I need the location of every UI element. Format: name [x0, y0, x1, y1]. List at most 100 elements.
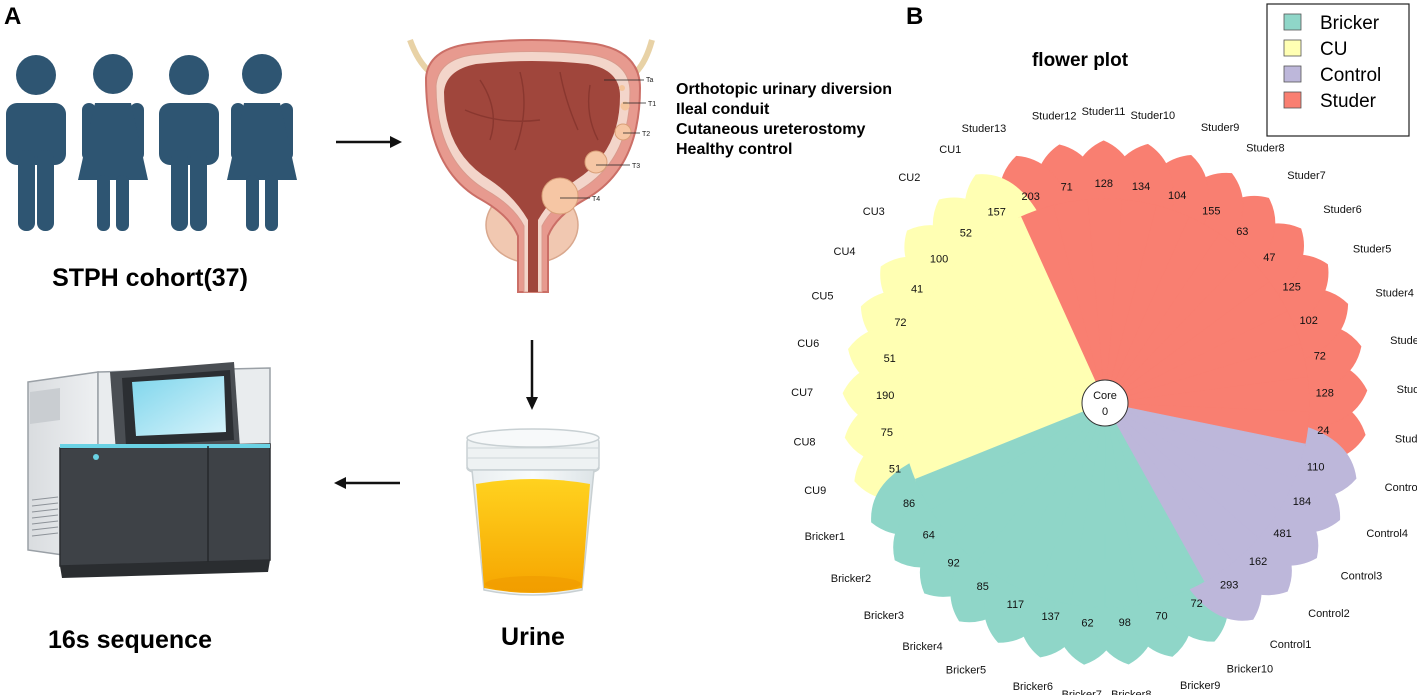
core-circle — [1081, 379, 1129, 427]
sample-label: Studer7 — [1287, 170, 1326, 182]
sample-label: Control3 — [1341, 570, 1383, 582]
sample-label: Studer4 — [1375, 288, 1414, 300]
sample-value: 86 — [903, 498, 915, 510]
sample-label: Studer6 — [1323, 204, 1362, 216]
legend-swatch — [1283, 91, 1302, 109]
sample-value: 70 — [1155, 611, 1167, 623]
woman-icon — [78, 54, 148, 231]
legend-swatch — [1283, 65, 1302, 83]
sample-label: Bricker6 — [1013, 681, 1053, 693]
sample-value: 71 — [1061, 181, 1073, 193]
petal-base — [1104, 402, 1306, 480]
sample-label: Bricker3 — [864, 610, 904, 622]
sample-label: Bricker9 — [1180, 680, 1220, 692]
sample-label: Studer8 — [1246, 142, 1285, 154]
stage-label: Ta — [646, 77, 654, 84]
sample-value: 481 — [1273, 528, 1291, 540]
stage-label: T4 — [592, 196, 600, 203]
group-label: Cutaneous ureterostomy — [676, 121, 865, 138]
sample-label: CU7 — [791, 387, 813, 399]
sample-value: 92 — [947, 558, 959, 570]
sample-value: 64 — [923, 530, 935, 542]
sample-value: 85 — [977, 581, 989, 593]
sequence-label: 16s sequence — [48, 626, 212, 654]
sample-value: 134 — [1132, 181, 1150, 193]
legend-swatch — [1283, 13, 1302, 31]
legend-entry: CU — [1320, 39, 1347, 60]
group-label: Orthotopic urinary diversion — [676, 81, 892, 98]
core-value: 0 — [1102, 406, 1108, 418]
sample-value: 117 — [1007, 599, 1025, 611]
sample-value: 128 — [1316, 388, 1334, 400]
sample-label: Bricker5 — [946, 665, 986, 677]
sequencer-machine-icon — [27, 362, 271, 578]
cohort-label: STPH cohort(37) — [52, 264, 248, 292]
urine-label: Urine — [501, 623, 565, 651]
panel-b-letter: B — [906, 3, 923, 30]
sample-value: 293 — [1220, 580, 1238, 592]
sample-label: Studer12 — [1032, 110, 1077, 122]
sample-value: 47 — [1263, 252, 1275, 264]
sample-label: CU4 — [834, 246, 856, 258]
sample-value: 72 — [1191, 598, 1203, 610]
sample-label: Control4 — [1366, 528, 1408, 540]
sample-value: 63 — [1236, 226, 1248, 238]
sample-value: 128 — [1095, 178, 1113, 190]
legend-entry: Studer — [1320, 91, 1377, 112]
legend-entry: Control — [1320, 65, 1381, 86]
sample-label: Studer2 — [1397, 384, 1417, 396]
arrow-right-icon — [336, 136, 402, 148]
sample-value: 203 — [1021, 191, 1039, 203]
sample-label: Studer13 — [962, 123, 1007, 135]
bladder-illustration: Ta T1 T2 T3 T4 — [407, 38, 656, 293]
sample-label: Bricker2 — [831, 573, 871, 585]
people-icon — [6, 54, 297, 231]
sample-label: Bricker4 — [902, 641, 942, 653]
sample-label: Control1 — [1270, 639, 1312, 651]
sample-label: Control2 — [1308, 608, 1350, 620]
legend-swatch — [1283, 39, 1302, 57]
sample-value: 41 — [911, 284, 923, 296]
sample-value: 51 — [889, 464, 901, 476]
stage-label: T1 — [648, 101, 656, 108]
sample-label: Bricker8 — [1111, 689, 1151, 695]
sample-value: 100 — [930, 254, 948, 266]
core-label: Core — [1093, 390, 1117, 402]
sample-label: Studer1 — [1395, 434, 1417, 446]
panel-a-letter: A — [4, 3, 21, 30]
sample-value: 104 — [1168, 190, 1186, 202]
sample-label: CU5 — [811, 291, 833, 303]
sample-value: 72 — [894, 317, 906, 329]
sample-label: CU3 — [863, 206, 885, 218]
flower-plot: Studer124Studer2128Studer372Studer4102St… — [791, 106, 1417, 695]
group-label: Healthy control — [676, 141, 792, 158]
sample-label: Studer3 — [1390, 335, 1417, 347]
sample-value: 75 — [881, 427, 893, 439]
sample-value: 72 — [1314, 351, 1326, 363]
sample-value: 155 — [1202, 205, 1220, 217]
group-label: Ileal conduit — [676, 101, 770, 118]
sample-value: 110 — [1307, 461, 1325, 473]
sample-value: 184 — [1293, 496, 1311, 508]
sample-label: Bricker10 — [1227, 663, 1273, 675]
sample-value: 52 — [960, 228, 972, 240]
sample-label: Bricker1 — [805, 531, 845, 543]
sample-value: 162 — [1249, 556, 1267, 568]
sample-label: CU8 — [794, 437, 816, 449]
sample-value: 125 — [1283, 282, 1301, 294]
sample-label: Control 5 — [1385, 482, 1417, 494]
stage-label: T3 — [632, 163, 640, 170]
sample-value: 98 — [1119, 617, 1131, 629]
man-icon — [159, 55, 219, 231]
sample-label: CU2 — [898, 172, 920, 184]
sample-label: CU9 — [804, 485, 826, 497]
arrow-down-icon — [526, 340, 538, 410]
sample-value: 190 — [876, 390, 894, 402]
flower-plot-title: flower plot — [1032, 50, 1129, 71]
sample-value: 102 — [1300, 315, 1318, 327]
panel-a: A — [4, 3, 892, 654]
sample-label: Studer9 — [1201, 122, 1240, 134]
